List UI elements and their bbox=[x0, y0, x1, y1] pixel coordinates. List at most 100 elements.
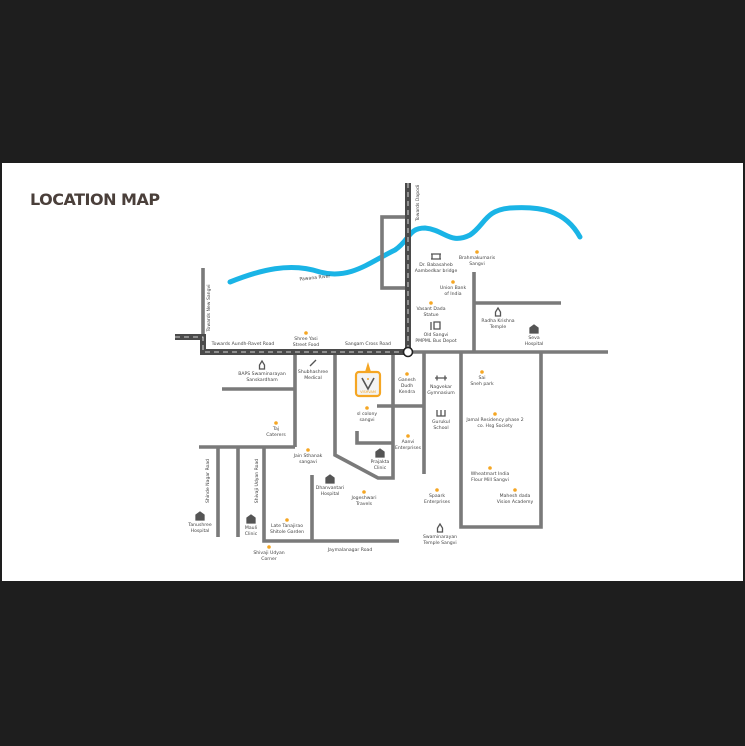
main-roads bbox=[175, 183, 414, 358]
place-label-line: Tanushree bbox=[187, 522, 212, 528]
location-map: LOCATION MAP Towards Aundh-Ravet Road Sa… bbox=[30, 183, 608, 562]
poi-dot-icon bbox=[513, 488, 517, 492]
temple-icon bbox=[436, 522, 444, 533]
poi-dot-icon bbox=[304, 331, 308, 335]
road-radha-krishna bbox=[472, 272, 561, 352]
road-vishvam-loop bbox=[333, 352, 395, 480]
place-label-line: Medical bbox=[304, 375, 322, 381]
place-label-line: Temple Sangvi bbox=[422, 540, 456, 546]
project-marker[interactable]: VISHVAM bbox=[354, 362, 382, 398]
place-label-line: co. Hsg Society bbox=[477, 423, 513, 429]
poi-dot-icon bbox=[405, 372, 409, 376]
place-label-line: BAPS Swaminarayan bbox=[238, 371, 286, 377]
place-label-line: Spaark bbox=[429, 493, 445, 499]
temple-icon bbox=[258, 359, 266, 370]
place-label-line: Jain Sthanak bbox=[293, 453, 323, 459]
place-label-line: Union Bank bbox=[440, 285, 467, 291]
secondary-roads bbox=[199, 215, 608, 543]
place-jamal-residency-phase-2-co-hsg-society: Jamal Residency phase 2co. Hsg Society bbox=[465, 412, 524, 429]
place-label-line: Sai bbox=[478, 375, 485, 381]
place-label-line: Vision Academy bbox=[497, 499, 534, 505]
clinic-icon bbox=[246, 514, 256, 524]
poi-dot-icon bbox=[362, 490, 366, 494]
place-label-line: Kendra bbox=[399, 389, 415, 395]
place-label-line: Seva bbox=[528, 335, 539, 341]
place-label-line: sangavi bbox=[299, 459, 317, 465]
place-label-line: PMPML Bus Depot bbox=[415, 338, 456, 344]
book-icon bbox=[436, 410, 446, 417]
place-label-line: School bbox=[433, 425, 448, 431]
poi-dot-icon bbox=[451, 280, 455, 284]
poi-dot-icon bbox=[365, 406, 369, 410]
place-label-line: Street Food bbox=[293, 342, 320, 348]
road-label-shinde-nagar: Shinde Nagar Road bbox=[205, 459, 211, 503]
road-label-sangam-cross: Sangam Cross Road bbox=[345, 341, 391, 347]
place-label-line: Shitole Garden bbox=[270, 529, 304, 535]
poi-dot-icon bbox=[406, 434, 410, 438]
map-title: LOCATION MAP bbox=[30, 190, 160, 209]
place-label-line: Temple bbox=[489, 324, 507, 330]
place-label-line: sl colony bbox=[357, 411, 377, 417]
poi-dot-icon bbox=[475, 250, 479, 254]
place-label-line: Gymnasium bbox=[427, 390, 455, 396]
place-label-line: Statue bbox=[423, 312, 438, 318]
junction-marker bbox=[402, 346, 414, 358]
place-label-line: Vasant Dada bbox=[416, 306, 445, 312]
poi-dot-icon bbox=[274, 421, 278, 425]
place-label-line: Enterprises bbox=[395, 445, 422, 451]
poi-dot-icon bbox=[493, 412, 497, 416]
place-label-line: of India bbox=[444, 291, 461, 297]
place-label-line: Aambedkar bridge bbox=[415, 268, 458, 274]
road-inner bbox=[355, 404, 423, 445]
place-label-line: Sangvi bbox=[469, 261, 485, 267]
road-label-shivaji-udyan: Shivaji Udyan Road bbox=[254, 459, 260, 503]
project-name: VISHVAM bbox=[360, 390, 376, 394]
medical-icon bbox=[309, 359, 317, 367]
place-label-line: Caterers bbox=[266, 432, 286, 438]
place-label-line: Sanskardham bbox=[246, 377, 278, 383]
bridge-icon bbox=[431, 253, 441, 260]
place-label-line: Hospital bbox=[321, 491, 340, 497]
poi-dot-icon bbox=[488, 466, 492, 470]
place-label-line: Shivaji Udyan bbox=[253, 550, 284, 556]
place-label-line: Swaminarayan bbox=[423, 534, 457, 540]
place-label-line: Shubhashree bbox=[298, 369, 328, 375]
place-label-line: Travels bbox=[355, 501, 373, 507]
hospital-icon bbox=[195, 511, 205, 521]
road-label-aundh-ravet: Towards Aundh-Ravet Road bbox=[211, 341, 275, 347]
place-label-line: Aanvi bbox=[402, 439, 415, 445]
place-label-line: Enterprises bbox=[424, 499, 451, 505]
place-label-line: Mahesh dada bbox=[500, 493, 531, 499]
dumbbell-icon bbox=[435, 375, 447, 381]
clinic-icon bbox=[375, 448, 385, 458]
hospital-icon bbox=[325, 474, 335, 484]
place-label-line: Clinic bbox=[245, 531, 258, 537]
place-label-line: Jogeshwari bbox=[351, 495, 377, 501]
place-label-line: Old Sangvi bbox=[424, 332, 449, 338]
road-south-west bbox=[216, 447, 399, 543]
place-label-line: Prajakta bbox=[371, 459, 390, 465]
place-label-line: sangvi bbox=[359, 417, 374, 423]
place-label-line: Radha Krishna bbox=[481, 318, 514, 324]
place-label-line: Sneh park bbox=[470, 381, 494, 387]
bus-icon bbox=[430, 321, 441, 330]
place-label-line: Gurukul bbox=[432, 419, 450, 425]
place-label-line: Nagvekar bbox=[430, 384, 452, 390]
